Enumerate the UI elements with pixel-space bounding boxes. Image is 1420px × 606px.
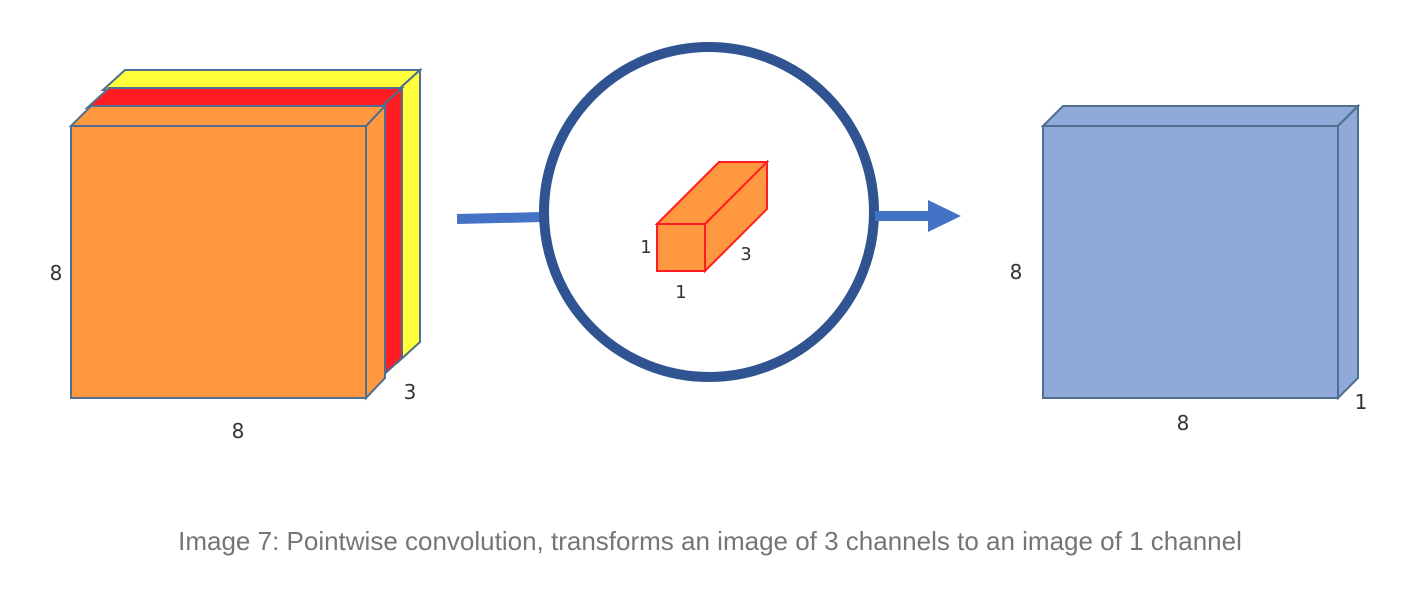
output-height-label: 8 <box>1010 260 1023 284</box>
orange-layer-front <box>70 125 367 399</box>
kernel-depth-label: 3 <box>740 244 751 265</box>
figure-caption: Image 7: Pointwise convolution, transfor… <box>178 526 1242 556</box>
input-cube-layer-orange <box>68 103 388 401</box>
pointwise-convolution-diagram: 8 8 3 1 1 3 8 8 1 <box>50 42 1368 443</box>
output-cube-top <box>1040 105 1361 127</box>
kernel-block-front <box>656 223 706 272</box>
orange-layer-side <box>365 103 386 401</box>
arrow-out <box>875 200 961 232</box>
output-cube: 8 8 1 <box>1010 103 1368 435</box>
kernel-height-label: 1 <box>640 237 651 258</box>
kernel-block <box>654 159 770 274</box>
kernel-group: 1 1 3 <box>539 42 879 382</box>
output-cube-side <box>1337 103 1359 401</box>
arrow-out-head <box>928 200 961 232</box>
input-width-label: 8 <box>232 419 245 443</box>
output-width-label: 8 <box>1177 411 1190 435</box>
input-cube: 8 8 3 <box>50 67 423 443</box>
kernel-width-label: 1 <box>675 282 686 303</box>
input-height-label: 8 <box>50 261 63 285</box>
input-depth-label: 3 <box>404 380 417 404</box>
output-cube-front <box>1042 125 1339 399</box>
output-depth-label: 1 <box>1355 390 1368 414</box>
arrow-in-line <box>456 212 544 224</box>
orange-layer-top <box>68 105 388 127</box>
